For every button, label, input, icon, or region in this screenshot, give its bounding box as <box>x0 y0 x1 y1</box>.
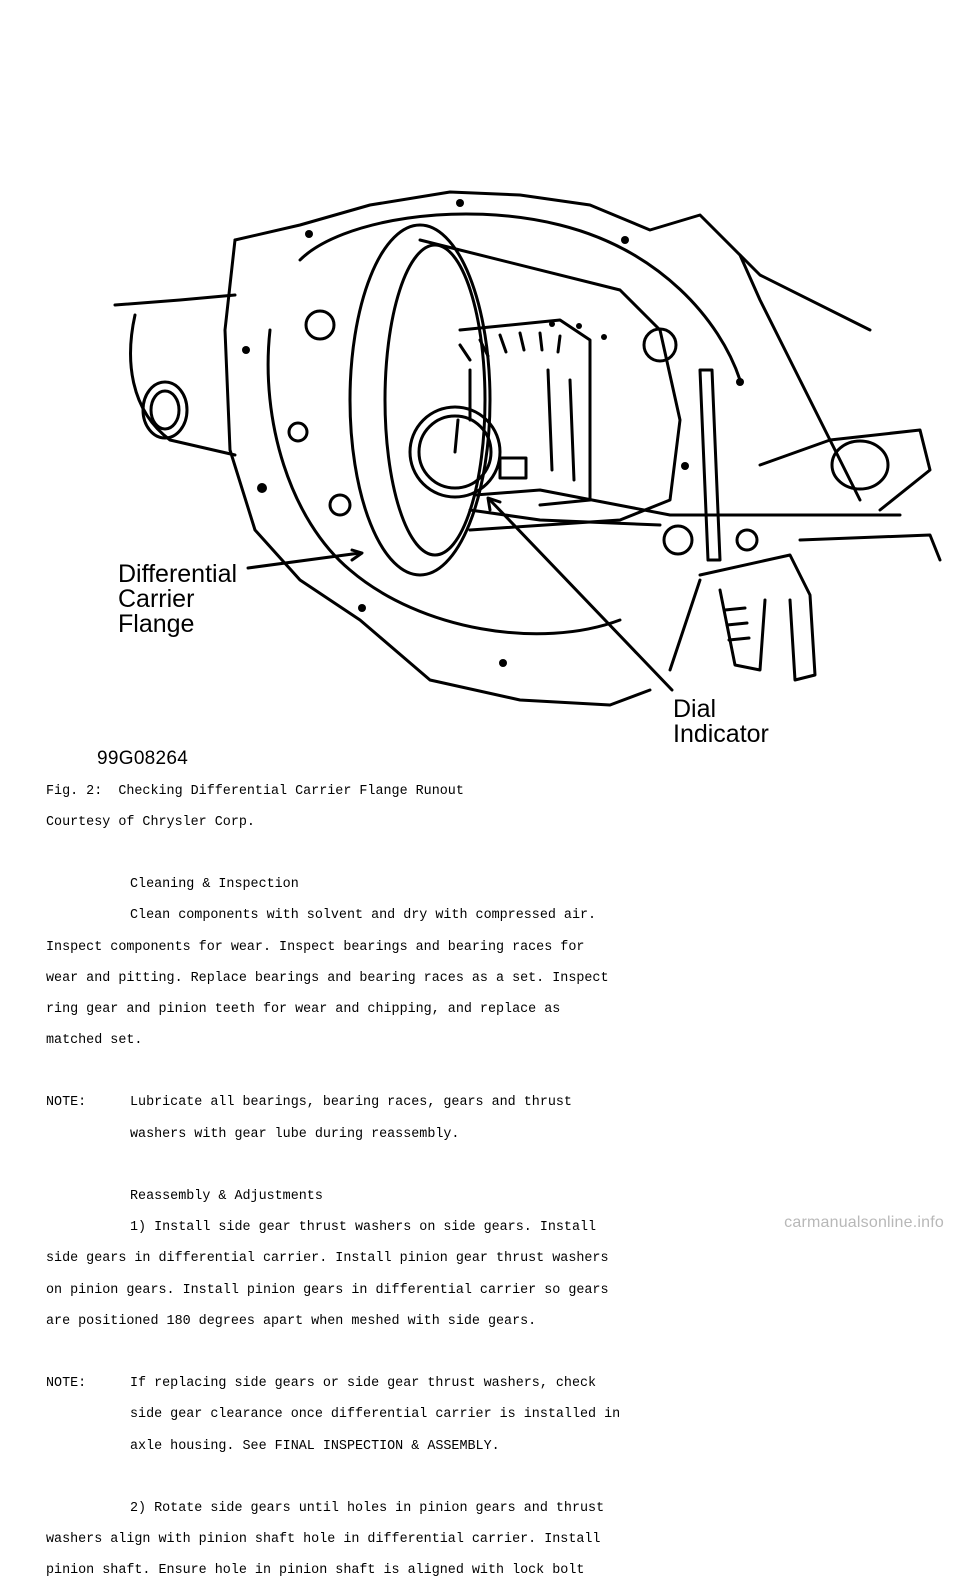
indicator-base <box>698 553 817 682</box>
note-label: NOTE: <box>46 1095 87 1111</box>
axle-port <box>141 380 189 440</box>
housing-bottom <box>223 238 652 707</box>
arrow-dial-indicator <box>488 498 674 692</box>
reassembly-line: on pinion gears. Install pinion gears in… <box>46 1282 609 1298</box>
reassembly-line: 1) Install side gear thrust washers on s… <box>130 1220 597 1236</box>
label-dial-indicator: Dial Indicator <box>673 695 769 748</box>
label-differential-carrier-flange: Differential Carrier Flange <box>118 560 238 638</box>
differential-illustration <box>113 190 942 707</box>
note-line: washers with gear lube during reassembly… <box>130 1126 460 1142</box>
cleaning-line: Clean components with solvent and dry wi… <box>130 908 597 924</box>
note-line: side gear clearance once differential ca… <box>130 1407 621 1423</box>
note-label: NOTE: <box>46 1376 87 1392</box>
note-line: axle housing. See FINAL INSPECTION & ASS… <box>130 1438 500 1454</box>
cleaning-line: Inspect components for wear. Inspect bea… <box>46 939 585 955</box>
axle-tube-top <box>113 293 237 307</box>
reassembly-line: are positioned 180 degrees apart when me… <box>46 1313 537 1329</box>
figure-code: 99G08264 <box>97 748 189 769</box>
note-lubricate: NOTE:Lubricate all bearings, bearing rac… <box>46 1095 572 1111</box>
reassembly-line: side gears in differential carrier. Inst… <box>46 1251 609 1267</box>
note-side-gears: NOTE:If replacing side gears or side gea… <box>46 1376 597 1392</box>
section-heading-reassembly: Reassembly & Adjustments <box>130 1189 323 1205</box>
carrier-flange <box>348 223 492 577</box>
housing-right <box>738 253 862 502</box>
arrow-carrier-flange <box>246 551 362 570</box>
dial-stem <box>498 456 528 480</box>
step2-line: 2) Rotate side gears until holes in pini… <box>130 1500 605 1516</box>
document-text: Fig. 2: Checking Differential Carrier Fl… <box>46 768 620 1594</box>
step2-line: washers align with pinion shaft hole in … <box>46 1532 601 1548</box>
section-heading-cleaning: Cleaning & Inspection <box>130 877 299 893</box>
step2-line: pinion shaft. Ensure hole in pinion shaf… <box>46 1563 585 1579</box>
cleaning-line: ring gear and pinion teeth for wear and … <box>46 1001 561 1017</box>
watermark: carmanualsonline.info <box>784 1214 944 1231</box>
dial-gauge <box>408 405 502 499</box>
axle-housing-left <box>129 313 237 457</box>
figure-illustration: Differential Carrier Flange Dial Indicat… <box>0 0 960 769</box>
figure-credit: Courtesy of Chrysler Corp. <box>46 814 255 830</box>
cleaning-line: matched set. <box>46 1033 143 1049</box>
axle-port-right <box>830 439 890 491</box>
housing-top <box>233 190 872 332</box>
indicator-rod <box>698 368 722 562</box>
figure-caption: Fig. 2: Checking Differential Carrier Fl… <box>46 783 464 799</box>
cleaning-line: wear and pitting. Replace bearings and b… <box>46 970 609 986</box>
